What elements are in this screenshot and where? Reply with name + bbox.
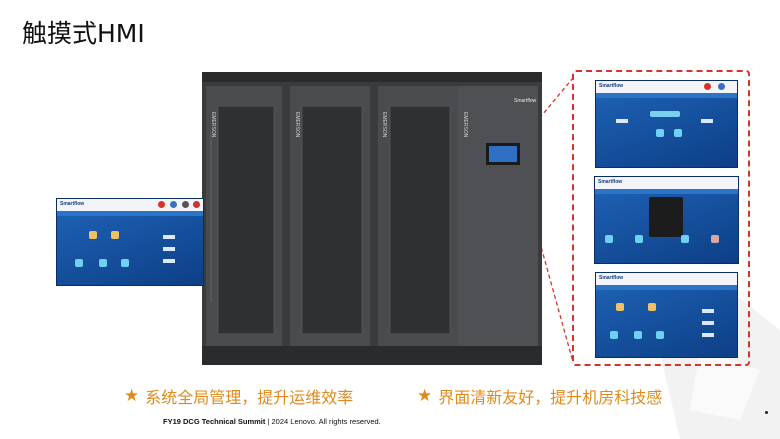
thermometer-icon — [648, 303, 656, 311]
alarm-icon — [704, 83, 711, 90]
rack-brand-label: Smartflow — [514, 98, 537, 104]
hmi-screens-frame — [572, 70, 750, 366]
page-marker-dot — [765, 411, 768, 414]
alarm-icon — [158, 201, 165, 208]
hmi-screen-top: Smartflow — [595, 80, 738, 168]
cooling-icon — [681, 235, 689, 243]
stop-icon — [193, 201, 200, 208]
rack-door-3 — [378, 86, 458, 346]
thermometer-icon — [111, 231, 119, 239]
snowflake-icon — [99, 259, 107, 267]
setting-field — [163, 247, 175, 251]
server-rack-image: EMERSON EMERSON EMERSON EMERSON Smartflo… — [202, 72, 542, 365]
flow-diagram — [650, 111, 680, 117]
rack-vendor-label-1: EMERSON — [210, 112, 216, 138]
value-field — [701, 119, 713, 123]
footer: FY19 DCG Technical Summit | 2024 Lenovo.… — [163, 417, 381, 426]
setting-field — [702, 321, 714, 325]
cooling-icon — [605, 235, 613, 243]
fan-icon — [121, 259, 129, 267]
hmi-brand: Smartflow — [599, 275, 624, 281]
rack-vendor-label-3: EMERSON — [381, 112, 387, 138]
rack-door-4 — [458, 86, 538, 346]
setting-field — [702, 309, 714, 313]
hmi-screen-left: Smartflow — [56, 198, 204, 286]
fan-icon — [656, 331, 664, 339]
hmi-screen-middle: Smartflow — [594, 176, 739, 264]
feature-text: 系统全局管理，提升运维效率 — [145, 388, 354, 407]
star-icon: ★ — [124, 386, 140, 406]
fan-icon — [674, 129, 682, 137]
fan-icon — [75, 259, 83, 267]
feature-item-1: ★ 系统全局管理，提升运维效率 — [124, 384, 353, 408]
hmi-brand: Smartflow — [598, 179, 623, 185]
rack-door-1 — [206, 86, 282, 346]
thermometer-icon — [89, 231, 97, 239]
star-icon: ★ — [417, 386, 433, 406]
fan-icon — [656, 129, 664, 137]
footer-separator: | — [265, 417, 272, 426]
rack-vendor-label-2: EMERSON — [294, 112, 300, 138]
power-icon — [182, 201, 189, 208]
setting-field — [163, 235, 175, 239]
hmi-brand: Smartflow — [60, 201, 85, 207]
rack-illustration — [649, 197, 683, 237]
fan-icon — [610, 331, 618, 339]
setting-field — [702, 333, 714, 337]
footer-event: FY19 DCG Technical Summit — [163, 417, 266, 426]
feature-item-2: ★ 界面清新友好，提升机房科技感 — [417, 384, 662, 408]
rack-door-2 — [290, 86, 370, 346]
setting-field — [163, 259, 175, 263]
user-icon — [170, 201, 177, 208]
snowflake-icon — [634, 331, 642, 339]
value-field — [616, 119, 628, 123]
rack-vendor-label-4: EMERSON — [462, 112, 468, 138]
hmi-brand: Smartflow — [599, 83, 624, 89]
page-title: 触摸式HMI — [22, 19, 145, 48]
user-icon — [718, 83, 725, 90]
gauge-icon — [711, 235, 719, 243]
thermometer-icon — [616, 303, 624, 311]
footer-copyright: 2024 Lenovo. All rights reserved. — [271, 417, 381, 426]
feature-text: 界面清新友好，提升机房科技感 — [438, 388, 663, 407]
hmi-screen-bottom: Smartflow — [595, 272, 738, 358]
cooling-icon — [635, 235, 643, 243]
rack-display-screen — [489, 146, 517, 162]
